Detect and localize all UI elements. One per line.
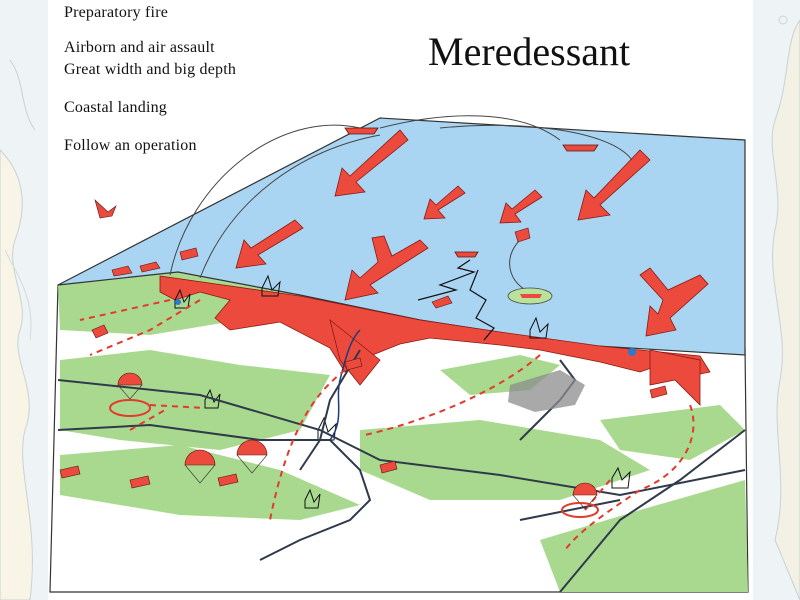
phase-label-airborne-assault: Airborn and air assault xyxy=(64,39,215,56)
landing-lobe-center xyxy=(329,318,381,386)
landing-craft-icon xyxy=(179,247,199,261)
phase-label-coastal-landing: Coastal landing xyxy=(64,99,167,116)
parachute-icon xyxy=(184,449,216,484)
attack-arrow xyxy=(423,185,466,220)
ship-icon xyxy=(562,144,599,152)
attack-arrow-forked xyxy=(344,235,429,301)
landing-craft-icon xyxy=(431,295,453,309)
armored-vehicles xyxy=(59,357,668,489)
vehicle-icon xyxy=(129,475,151,489)
landing-craft-icon xyxy=(111,265,133,277)
advance-routes xyxy=(79,299,695,551)
phase-label-follow-operation: Follow an operation xyxy=(64,137,197,154)
helicopter-body xyxy=(520,294,542,298)
parachute-icon xyxy=(236,439,268,474)
slide-title: Meredessant xyxy=(428,29,631,74)
explosion-icon xyxy=(611,466,631,489)
attack-arrow xyxy=(334,129,409,197)
vehicle-icon xyxy=(379,460,398,474)
attack-arrow xyxy=(235,219,304,269)
parachutes xyxy=(117,372,598,510)
explosion-icon xyxy=(529,316,549,339)
landing-craft-icon xyxy=(514,227,531,243)
vehicle-icon xyxy=(344,357,363,371)
attack-arrow-forked xyxy=(639,267,709,337)
urban-area xyxy=(508,370,585,412)
explosions xyxy=(174,274,631,509)
parachute-icon xyxy=(572,482,598,510)
aircraft-icon xyxy=(91,324,109,339)
explosion-icon xyxy=(174,288,191,309)
vehicle-icon xyxy=(649,385,668,399)
background-map-left xyxy=(0,0,55,600)
drop-zones xyxy=(109,399,599,518)
attack-arrow xyxy=(577,149,651,221)
phase-label-preparatory-fire: Preparatory fire xyxy=(64,4,169,21)
ships xyxy=(344,127,599,258)
vehicle-icon xyxy=(59,465,81,479)
explosion-icon xyxy=(304,488,321,509)
phase-label-width-depth: Great width and big depth xyxy=(64,61,237,78)
landing-lobe-right xyxy=(649,349,701,406)
attack-arrow xyxy=(499,189,543,224)
parachute-icon xyxy=(117,372,143,400)
river xyxy=(329,329,361,441)
landing-beachhead-zone xyxy=(159,275,711,377)
background-map-right xyxy=(745,0,800,600)
vehicle-icon xyxy=(217,473,239,487)
ship-icon xyxy=(344,127,379,135)
aircraft-group xyxy=(91,199,117,339)
attack-arrows xyxy=(235,129,709,337)
aircraft-flight-paths xyxy=(169,115,633,296)
naval-fire-trajectories xyxy=(417,259,495,341)
explosion-icon xyxy=(261,274,281,297)
landing-craft-icon xyxy=(139,261,161,273)
aircraft-icon xyxy=(94,199,117,219)
landing-craft-group xyxy=(111,227,531,309)
ship-icon xyxy=(454,251,479,258)
blue-markers xyxy=(175,299,636,356)
